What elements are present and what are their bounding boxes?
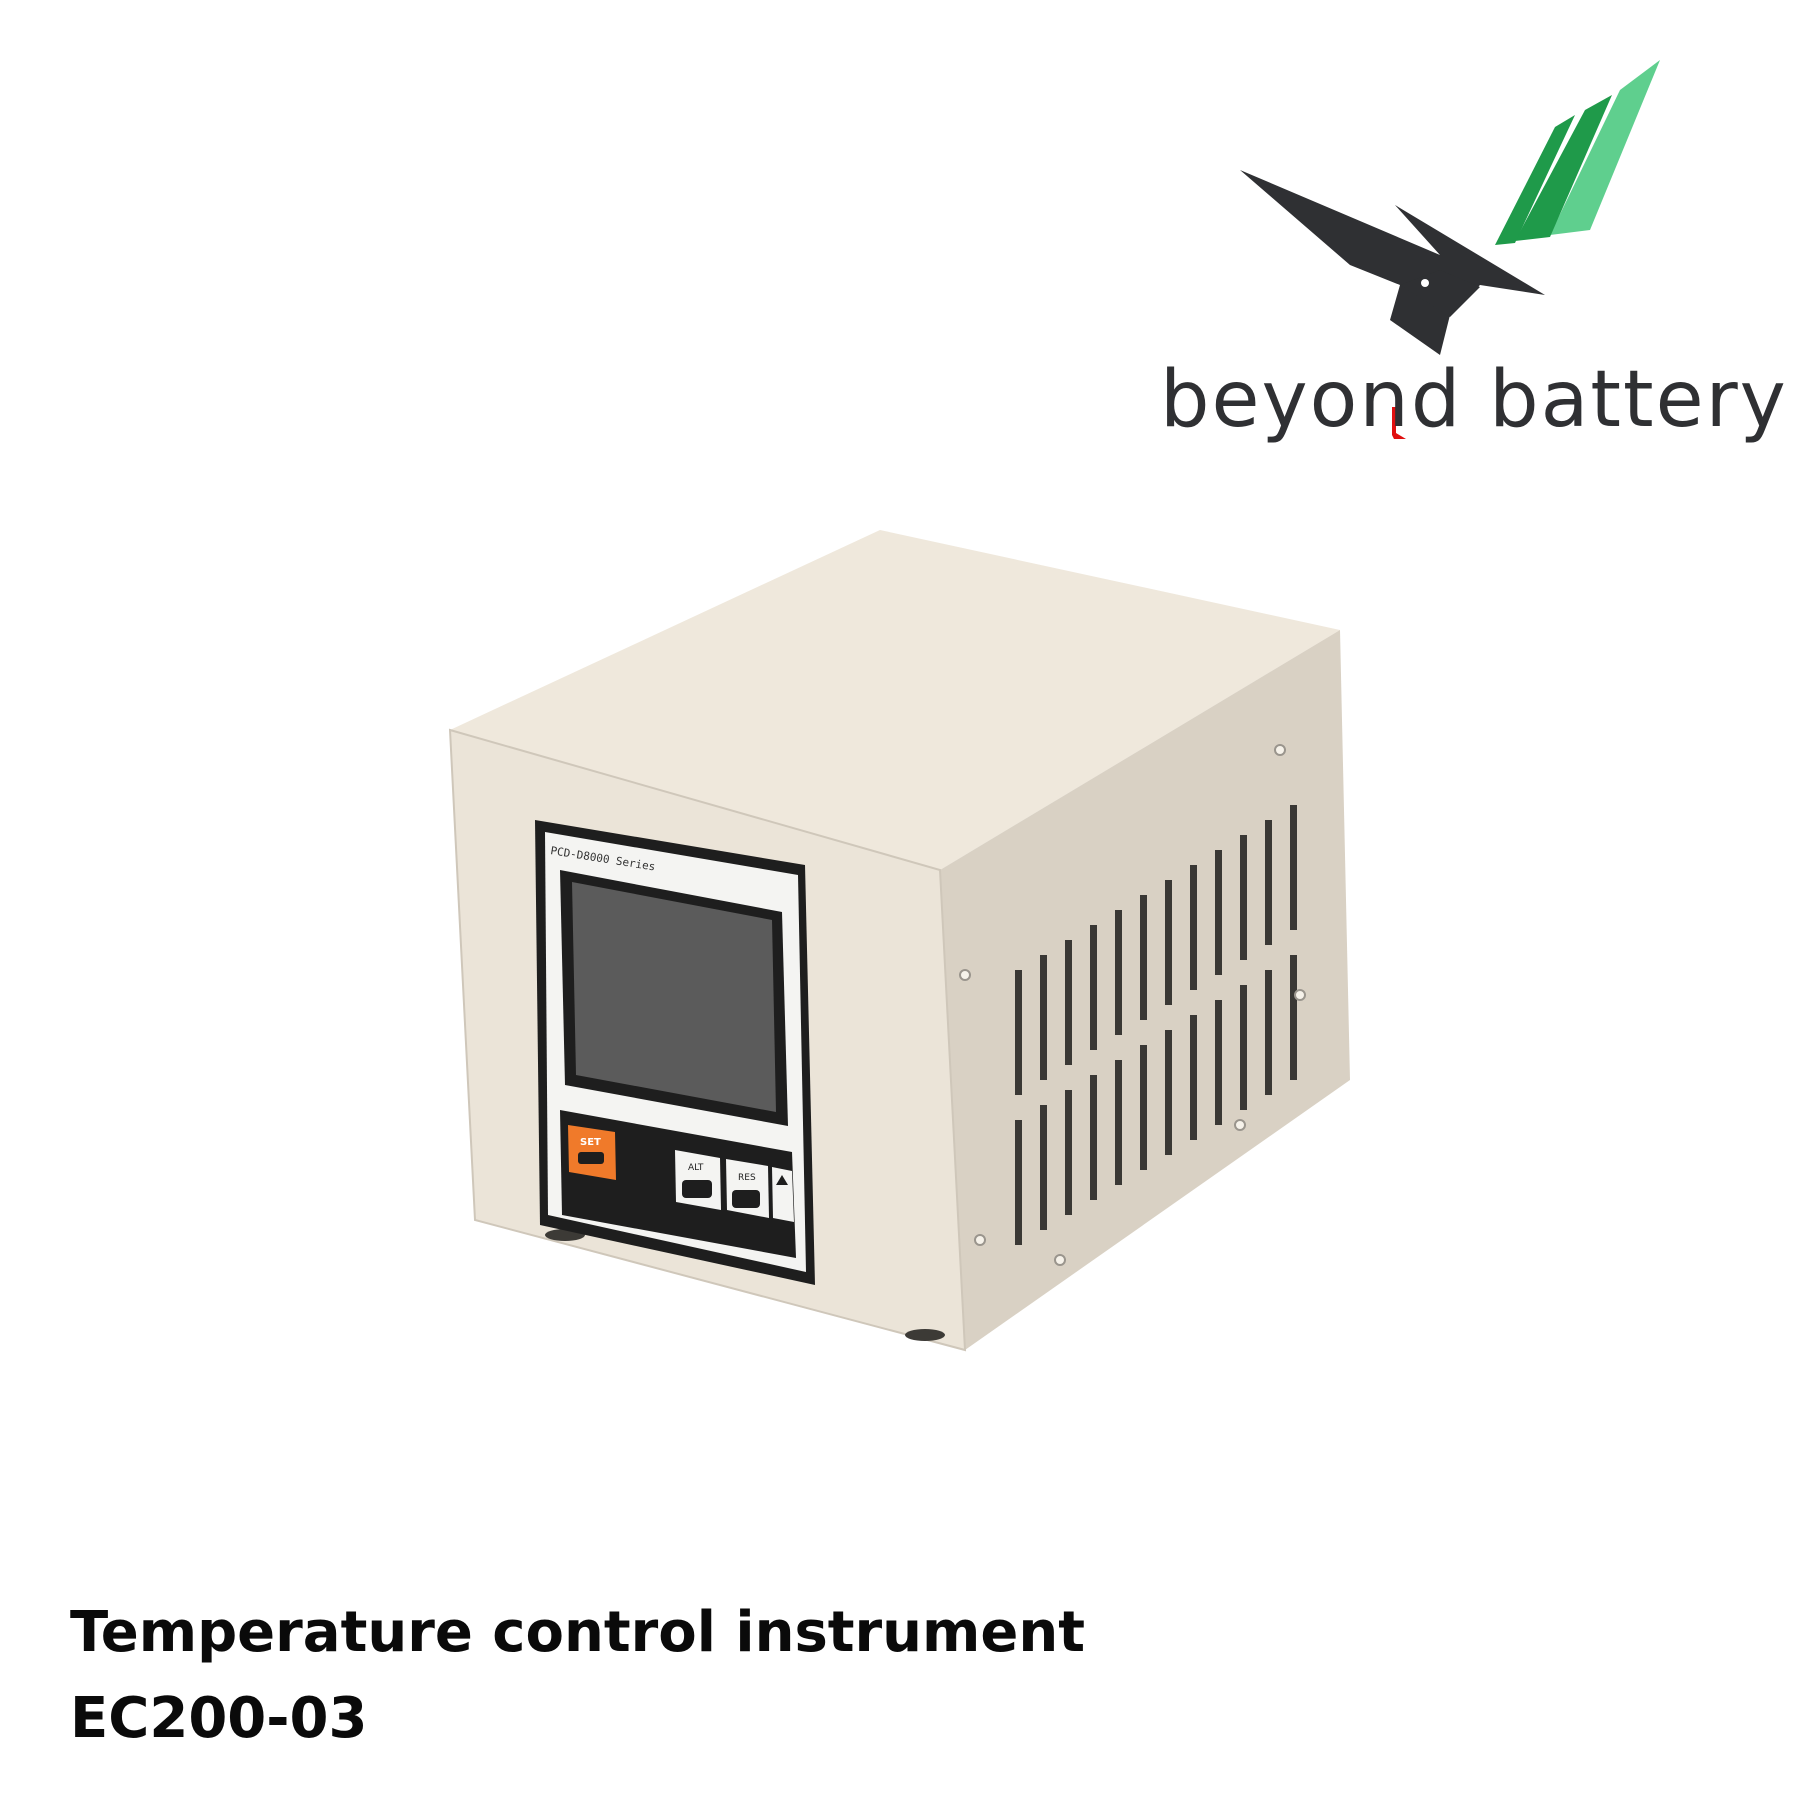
product-caption: Temperature control instrument EC200-03	[70, 1590, 1085, 1762]
vent-slots	[1015, 805, 1297, 1245]
controller-box-illustration: PCD-D8000 Series SET ALT RES	[448, 530, 1350, 1352]
up-arrow-icon	[776, 1175, 788, 1185]
case-top	[450, 530, 1340, 870]
brand-logo	[1150, 55, 1750, 505]
alt-button-label: ALT	[688, 1163, 704, 1173]
screen-display	[572, 882, 776, 1112]
red-accent-mark	[1392, 407, 1406, 439]
eagle-eye	[1421, 279, 1429, 287]
product-title: Temperature control instrument	[70, 1600, 1085, 1665]
res-button-label: RES	[738, 1173, 756, 1183]
wing-stripe-dark-2	[1495, 115, 1575, 245]
eagle-head	[1400, 270, 1480, 317]
up-button[interactable]	[772, 1167, 794, 1222]
product-image: PCD-D8000 Series SET ALT RES	[420, 520, 1420, 1420]
foot-right	[905, 1329, 945, 1341]
brand-name: beyond battery	[1160, 355, 1788, 445]
alt-button[interactable]: ALT	[675, 1150, 721, 1210]
wing-stripe-dark	[1515, 95, 1612, 241]
wing-stripe-light	[1550, 60, 1660, 235]
screws	[959, 744, 1306, 1266]
product-model: EC200-03	[70, 1686, 368, 1751]
eagle-wings-icon	[1240, 60, 1660, 355]
eagle-body	[1240, 170, 1545, 355]
res-button[interactable]: RES	[726, 1159, 769, 1218]
set-button-label: SET	[580, 1137, 601, 1148]
set-button[interactable]: SET	[568, 1125, 616, 1180]
